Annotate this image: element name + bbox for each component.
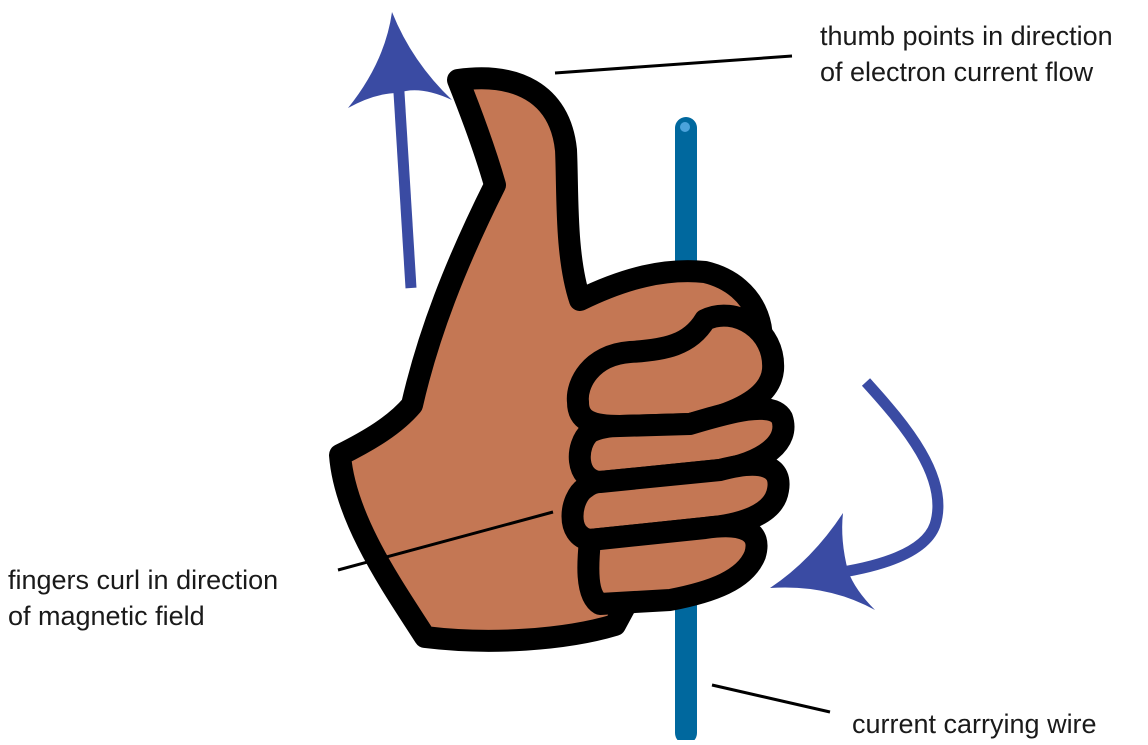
label-fingers-direction: fingers curl in direction of magnetic fi…: [8, 562, 278, 634]
curved-arrow-head: [770, 513, 875, 610]
curved-arrow-shaft: [830, 382, 938, 574]
label-thumb-line2: of electron current flow: [820, 54, 1113, 90]
finger-4: [588, 526, 756, 604]
label-wire: current carrying wire: [852, 706, 1097, 742]
label-fingers-line1: fingers curl in direction: [8, 562, 278, 598]
arrow-up-shaft: [397, 60, 411, 288]
label-thumb-line1: thumb points in direction: [820, 18, 1113, 54]
leader-line-wire: [712, 685, 830, 712]
label-wire-line1: current carrying wire: [852, 706, 1097, 742]
wire-end-icon: [680, 122, 690, 132]
arrow-up-icon: [348, 12, 452, 288]
curved-arrow-icon: [770, 382, 938, 610]
label-thumb-direction: thumb points in direction of electron cu…: [820, 18, 1113, 90]
label-fingers-line2: of magnetic field: [8, 598, 278, 634]
leader-line-thumb: [555, 56, 792, 73]
